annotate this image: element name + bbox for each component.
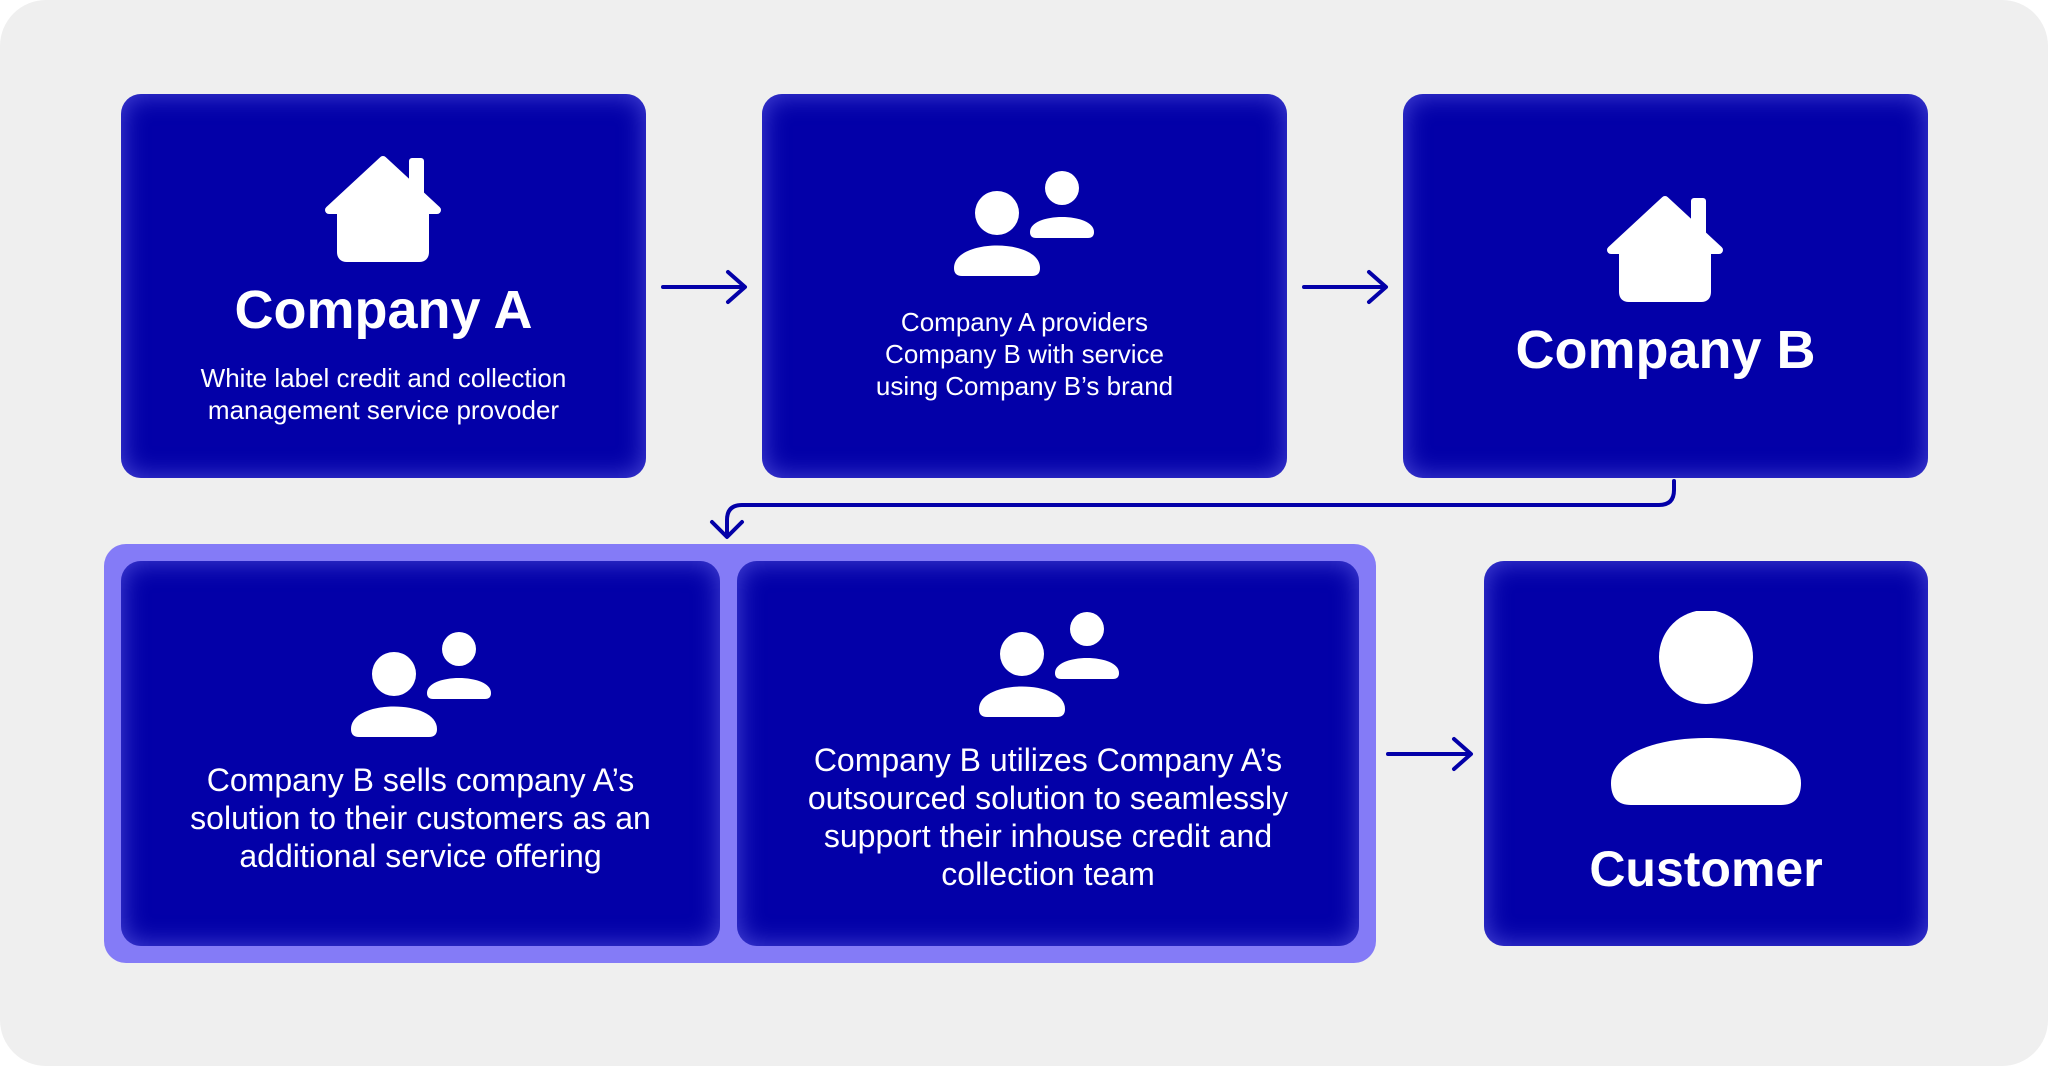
company-a-description: White label credit and collection manage… [200, 363, 567, 425]
users-icon [954, 171, 1094, 276]
outsource-card: Company B utilizes Company A’s outsource… [737, 561, 1359, 946]
customer-title: Customer [1589, 841, 1823, 897]
company-b-title: Company B [1515, 320, 1816, 380]
service-description: Company A providers Company B with servi… [875, 307, 1174, 401]
resell-card: Company B sells company A’s solution to … [121, 561, 720, 946]
users-icon [351, 632, 491, 737]
resell-description: Company B sells company A’s solution to … [190, 762, 651, 874]
outsource-description: Company B utilizes Company A’s outsource… [807, 742, 1289, 892]
company-a-title: Company A [234, 280, 533, 340]
customer-card: Customer [1484, 561, 1928, 946]
house-icon [1607, 196, 1723, 302]
company-a-card: Company A White label credit and collect… [121, 94, 646, 478]
service-card: Company A providers Company B with servi… [762, 94, 1287, 478]
user-icon [1611, 611, 1801, 805]
users-icon [979, 612, 1119, 717]
company-b-card: Company B [1403, 94, 1928, 478]
house-icon [325, 156, 441, 262]
